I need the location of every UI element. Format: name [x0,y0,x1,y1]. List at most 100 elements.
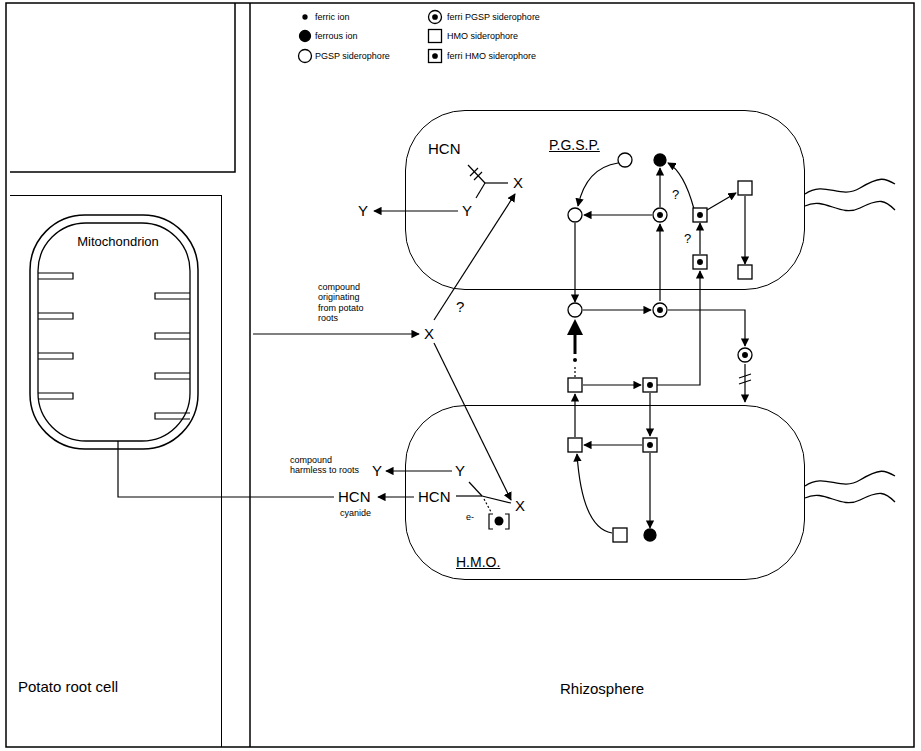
legend-symbol [303,15,307,19]
compound-name: HCN [418,488,451,505]
siderophore-symbol [738,181,752,195]
legend-text: ferric ion [315,12,350,22]
note: compound originating from potato roots [318,282,374,323]
siderophore-arrow [583,309,651,310]
siderophore-symbol [568,153,752,542]
compound-name: Y [462,202,472,219]
siderophore-arrow [574,394,575,437]
legend-text: ferri HMO siderophore [447,51,536,61]
siderophore-symbol [698,213,703,218]
siderophore-symbol [738,348,752,362]
siderophore-arrow [668,163,694,209]
siderophore-arrow [699,223,700,254]
siderophore-arrow [574,366,575,377]
siderophore-arrow [744,196,745,264]
reaction-line [386,470,452,471]
siderophore-symbol [738,265,752,279]
siderophore-symbol [693,255,707,269]
reaction-line [253,333,419,334]
compound-name: X [424,325,434,342]
legend-symbol [429,11,442,24]
legend-symbol [300,31,311,42]
frame [249,3,251,747]
reaction-line [485,182,508,183]
flagellum [805,201,895,210]
reaction-line [482,496,511,503]
legend-symbol [433,54,437,58]
compound-name: X [513,174,523,191]
iron-uptake-arrow [574,334,577,354]
flagellum [805,471,895,486]
cell-label: Potato root cell [18,678,118,695]
compound-name: X [515,497,525,514]
siderophore-arrow [668,310,745,346]
legend-symbol [299,11,442,63]
frame [6,3,914,747]
siderophore-arrow [584,444,642,445]
compound-name: HCN [338,488,371,505]
reaction-line [469,482,482,496]
siderophore-symbol [643,378,657,392]
siderophore-symbol [644,529,656,541]
siderophore-symbol [658,213,663,218]
legend-symbol [429,30,442,43]
reaction-line [476,183,485,198]
reaction-line [456,495,482,496]
reaction-line [434,343,511,500]
mitochondrion: Mitochondrion [28,213,208,451]
siderophore-symbol [698,260,703,265]
legend-text: ferrous ion [315,31,358,41]
compound-name: Y [455,462,465,479]
bacterium-name: P.G.S.P. [549,137,600,153]
siderophore-symbol [613,528,627,542]
siderophore-symbol [658,308,663,313]
legend-text: HMO siderophore [447,31,518,41]
question-mark: ? [456,298,464,315]
compound-name: HCN [428,140,461,157]
iron-uptake-arrow [567,319,583,335]
outer-membrane [30,215,198,449]
organelle-label: Mitochondrion [28,235,208,250]
siderophore-arrow [577,454,612,533]
siderophore-arrow [659,168,660,207]
siderophore-arrow [649,393,650,436]
reaction-line [378,496,414,497]
frame [6,3,914,747]
bacterium-cell: P.G.S.P. [405,110,805,290]
siderophore-arrow [649,453,650,528]
siderophore-symbol [653,208,667,222]
siderophore-arrow [744,364,745,402]
question-mark: ? [684,232,691,247]
flagellum [805,179,895,194]
bacterium-cell: H.M.O. [405,405,805,580]
bacterium-name: H.M.O. [456,554,500,570]
legend-symbol [299,50,312,63]
siderophore-arrow [578,163,618,206]
siderophore-arrow [739,374,751,384]
siderophore-symbol [654,154,666,166]
siderophore-symbol [693,208,707,222]
frame [10,3,235,172]
legend-symbol [429,50,442,63]
siderophore-arrow [707,193,736,210]
legend-text: PGSP siderophore [315,51,390,61]
reaction-line [489,514,509,529]
siderophore-arrow [657,271,700,385]
siderophore-symbol [743,353,748,358]
compound-name: Y [372,462,382,479]
flagellum [805,179,895,502]
ferrous-ion [495,517,504,526]
siderophore-arrow [584,214,652,215]
iron-uptake-arrow [567,319,583,362]
reaction-line [468,165,485,183]
legend-text: ferri PGSP siderophore [447,12,540,22]
siderophore-symbol [653,303,667,317]
note: cyanide [340,508,371,518]
legend-symbol [433,15,437,19]
siderophore-symbol [648,383,653,388]
electron-label: e- [466,512,474,522]
siderophore-symbol [568,208,582,222]
crista [38,273,190,419]
